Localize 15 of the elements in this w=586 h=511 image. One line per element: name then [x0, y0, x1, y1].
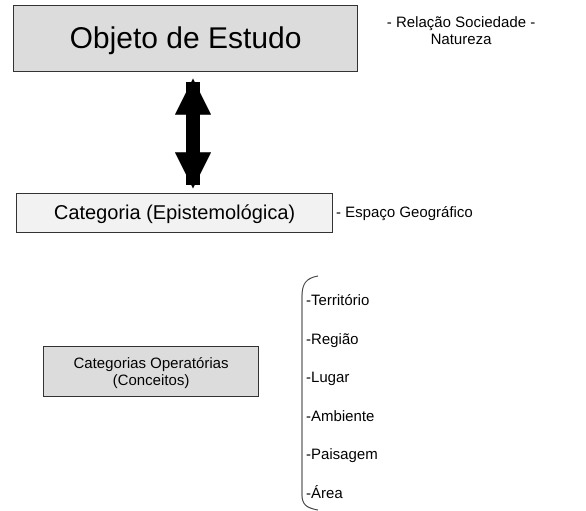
concept-box [43, 346, 259, 397]
concept-box [13, 5, 358, 72]
box-title: Objeto de Estudo [68, 22, 302, 56]
note-text: - Espaço Geográfico [336, 204, 474, 221]
list-item: -Lugar [306, 369, 350, 386]
list-item: -Área [306, 484, 343, 502]
list-item: -Paisagem [306, 446, 378, 463]
list-item: -Ambiente [306, 408, 374, 424]
list-item: -Região [306, 330, 359, 348]
list-item: -Território [306, 292, 370, 309]
box-title: Categorias Operatórias (Conceitos) [72, 354, 230, 388]
concept-box [16, 193, 333, 233]
note-text: - Relação Sociedade - Natureza [386, 14, 536, 48]
box-title: Categoria (Epistemológica) [52, 202, 296, 224]
double-arrow [174, 78, 212, 189]
